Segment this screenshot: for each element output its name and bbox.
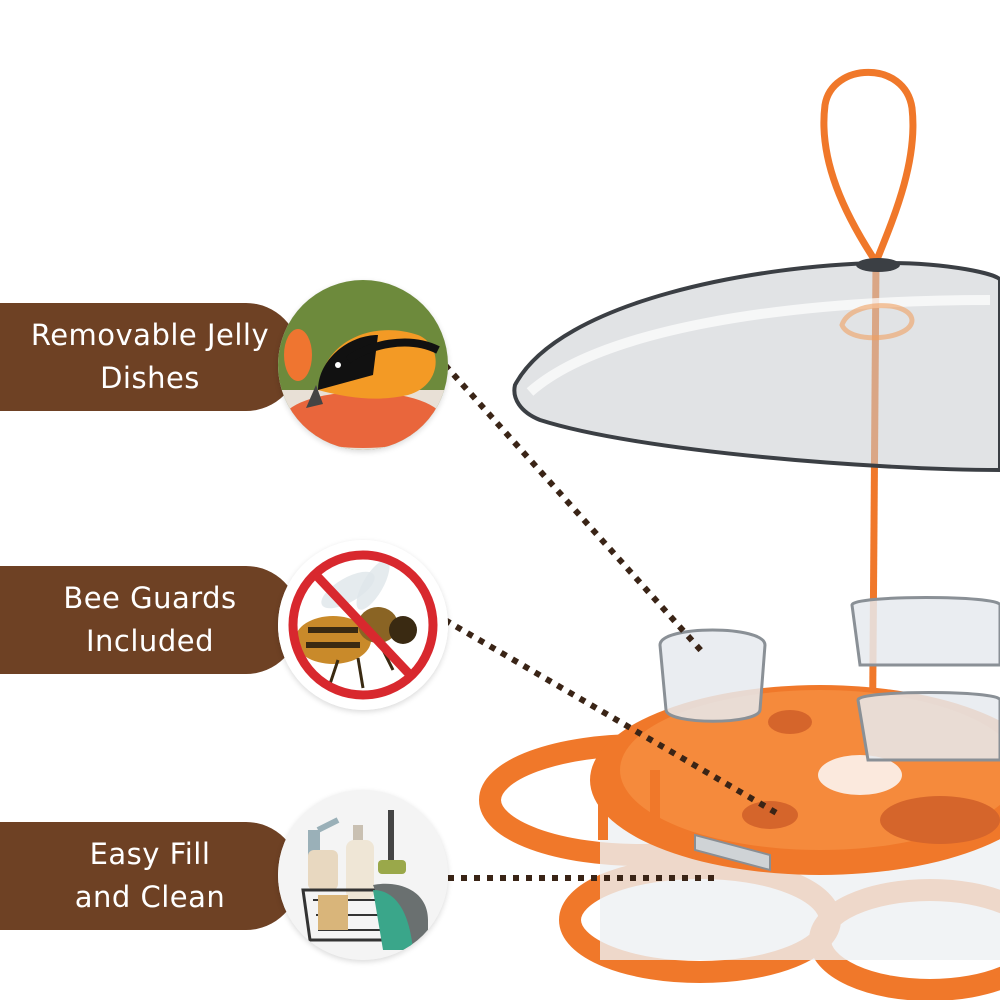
hanger-loop [820, 69, 917, 270]
jelly-dish [658, 596, 1000, 762]
feature-label-removable-jelly-dishes: Removable Jelly Dishes [0, 303, 300, 411]
feature-label-line1: Removable Jelly [30, 317, 270, 352]
feature-label-line1: Easy Fill [89, 836, 211, 871]
cleaning-supplies-icon [278, 790, 448, 960]
weather-dome [512, 260, 1000, 473]
oriole-eating-icon [278, 280, 448, 450]
feature-label-line2: Included [86, 624, 214, 658]
feature-label-easy-fill-and-clean: Easy Fill and Clean [0, 822, 300, 930]
feature-label-line1: Bee Guards [63, 580, 237, 615]
feeding-port [768, 710, 812, 734]
feeding-port [742, 801, 798, 829]
feature-label-line2: and Clean [74, 880, 226, 914]
no-bee-icon [278, 540, 448, 710]
feature-label-line2: Dishes [100, 361, 200, 395]
dome-cap [856, 258, 900, 272]
feeding-port [818, 755, 902, 795]
bee-guard-tab [650, 770, 660, 830]
feature-label-bee-guards-included: Bee Guards Included [0, 566, 300, 674]
bee-guard-tab [598, 780, 608, 840]
